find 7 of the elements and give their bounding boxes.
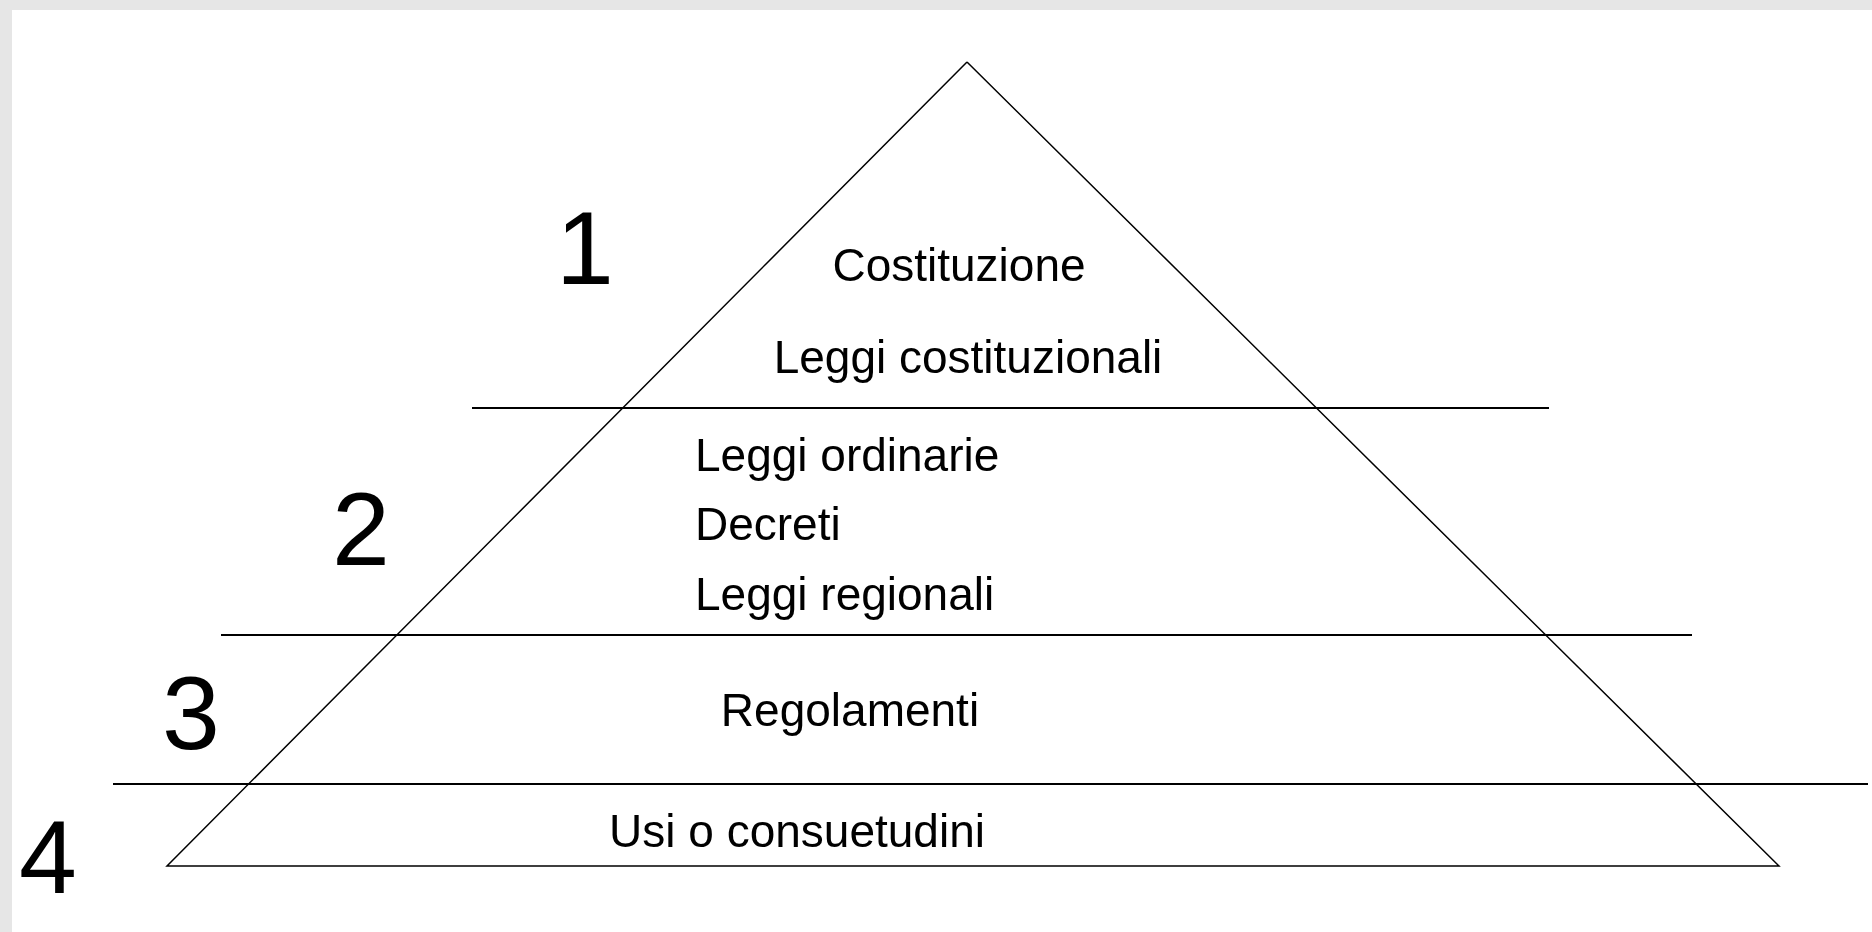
tier-text: Decreti <box>695 501 841 547</box>
tier-number: 2 <box>332 477 390 581</box>
tier-text: Costituzione <box>832 242 1086 288</box>
tier-text: Usi o consuetudini <box>609 808 985 854</box>
tier-number: 4 <box>19 805 77 909</box>
tier-number: 1 <box>556 196 614 300</box>
tier-number: 3 <box>162 661 220 765</box>
